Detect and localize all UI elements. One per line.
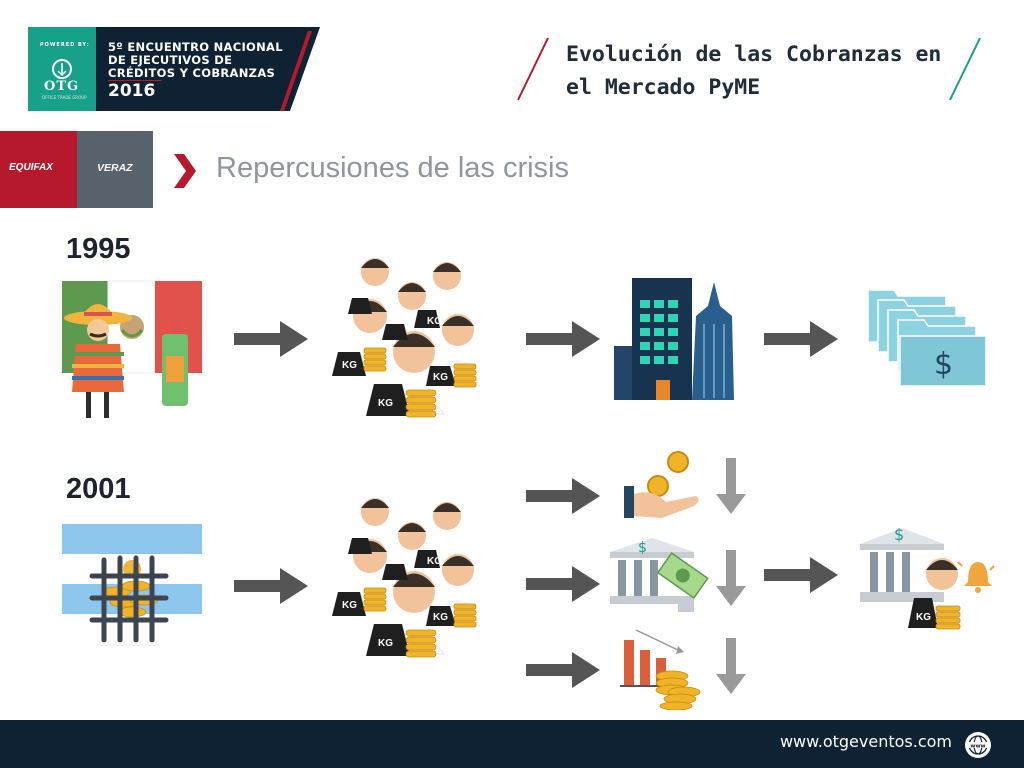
- event-line-3: CRÉDITOS Y COBRANZAS: [108, 66, 276, 80]
- down-arrow-icon: [716, 638, 746, 694]
- event-year: 2016: [108, 81, 156, 101]
- event-line-1: 5º ENCUENTRO NACIONAL: [108, 40, 283, 54]
- event-divider: [108, 80, 162, 81]
- debtors-crowd-icon: KG KG KG KG: [332, 498, 478, 658]
- event-line-2: DE EJECUTIVOS DE: [108, 53, 233, 67]
- equifax-logo-text: EQUIFAX: [9, 162, 53, 173]
- event-banner: POWERED BY: OTG OFFICE TRADE GROUP 5º EN…: [28, 27, 320, 111]
- debtors-crowd-icon: KG KG KG KG: [332, 258, 478, 418]
- year-2001-label: 2001: [66, 473, 131, 505]
- arrow-2001-c: [764, 557, 838, 593]
- coin-stacks: [363, 347, 477, 418]
- dollar-folders-icon: $: [867, 289, 987, 387]
- globe-icon[interactable]: www: [964, 731, 992, 759]
- section-chevron-icon: [174, 154, 196, 188]
- slide-title-line-2: el Mercado PyME: [566, 75, 761, 100]
- powered-by-label: POWERED BY:: [40, 42, 90, 48]
- coin-hand-icon: [624, 451, 699, 518]
- argentina-flag-bars-icon: [62, 524, 202, 642]
- slide-title-line-1: Evolución de las Cobranzas en: [566, 42, 942, 67]
- kg-label: KG: [427, 316, 442, 327]
- kg-weights: [332, 298, 456, 416]
- mexico-flag-icon: [62, 280, 202, 418]
- footer-bar: [0, 720, 1024, 768]
- falling-chart-coins-icon: [620, 629, 701, 710]
- down-arrow-icon: [716, 550, 746, 606]
- equifax-logo: EQUIFAX: [0, 131, 77, 208]
- title-slash-teal: [949, 37, 981, 101]
- slide-title: Evolución de las Cobranzas en el Mercado…: [566, 38, 946, 104]
- arrow-2001-b1: [526, 478, 600, 514]
- arrow-1995-a: [234, 321, 308, 357]
- title-slash-red: [517, 37, 549, 101]
- kg-label: KG: [342, 600, 357, 611]
- footer-website-link[interactable]: www.otgeventos.com: [779, 732, 952, 751]
- bank-cash-icon: $: [610, 538, 709, 612]
- veraz-logo: VERAZ: [77, 131, 153, 208]
- kg-label: KG: [378, 638, 393, 649]
- year-1995-label: 1995: [66, 233, 131, 265]
- bank-debtor-bell-icon: $ KG: [860, 525, 995, 630]
- kg-label: KG: [378, 398, 393, 409]
- kg-label: KG: [433, 372, 448, 383]
- down-arrow-icon: [716, 458, 746, 514]
- bank-dollar-sign: $: [638, 540, 647, 556]
- banner-shape: [28, 27, 320, 111]
- kg-label: KG: [916, 612, 931, 623]
- kg-label: KG: [342, 360, 357, 371]
- arrow-1995-b: [526, 321, 600, 357]
- arrow-2001-a: [234, 568, 308, 604]
- bank-dollar-sign: $: [894, 525, 904, 544]
- arrow-1995-c: [764, 321, 838, 357]
- otg-logo-text: OTG: [44, 79, 80, 94]
- dollar-sign: $: [934, 347, 953, 382]
- kg-label: KG: [427, 556, 442, 567]
- veraz-logo-text: VERAZ: [97, 162, 133, 174]
- arrow-2001-b3: [526, 652, 600, 688]
- brand-logos: EQUIFAX VERAZ: [0, 131, 153, 208]
- arrow-2001-b2: [526, 566, 600, 602]
- section-title: Repercusiones de las crisis: [216, 152, 569, 184]
- otg-logo-subtitle: OFFICE TRADE GROUP: [42, 95, 87, 100]
- office-buildings-icon: [614, 278, 734, 400]
- kg-label: KG: [433, 612, 448, 623]
- globe-www-label: www: [970, 744, 985, 750]
